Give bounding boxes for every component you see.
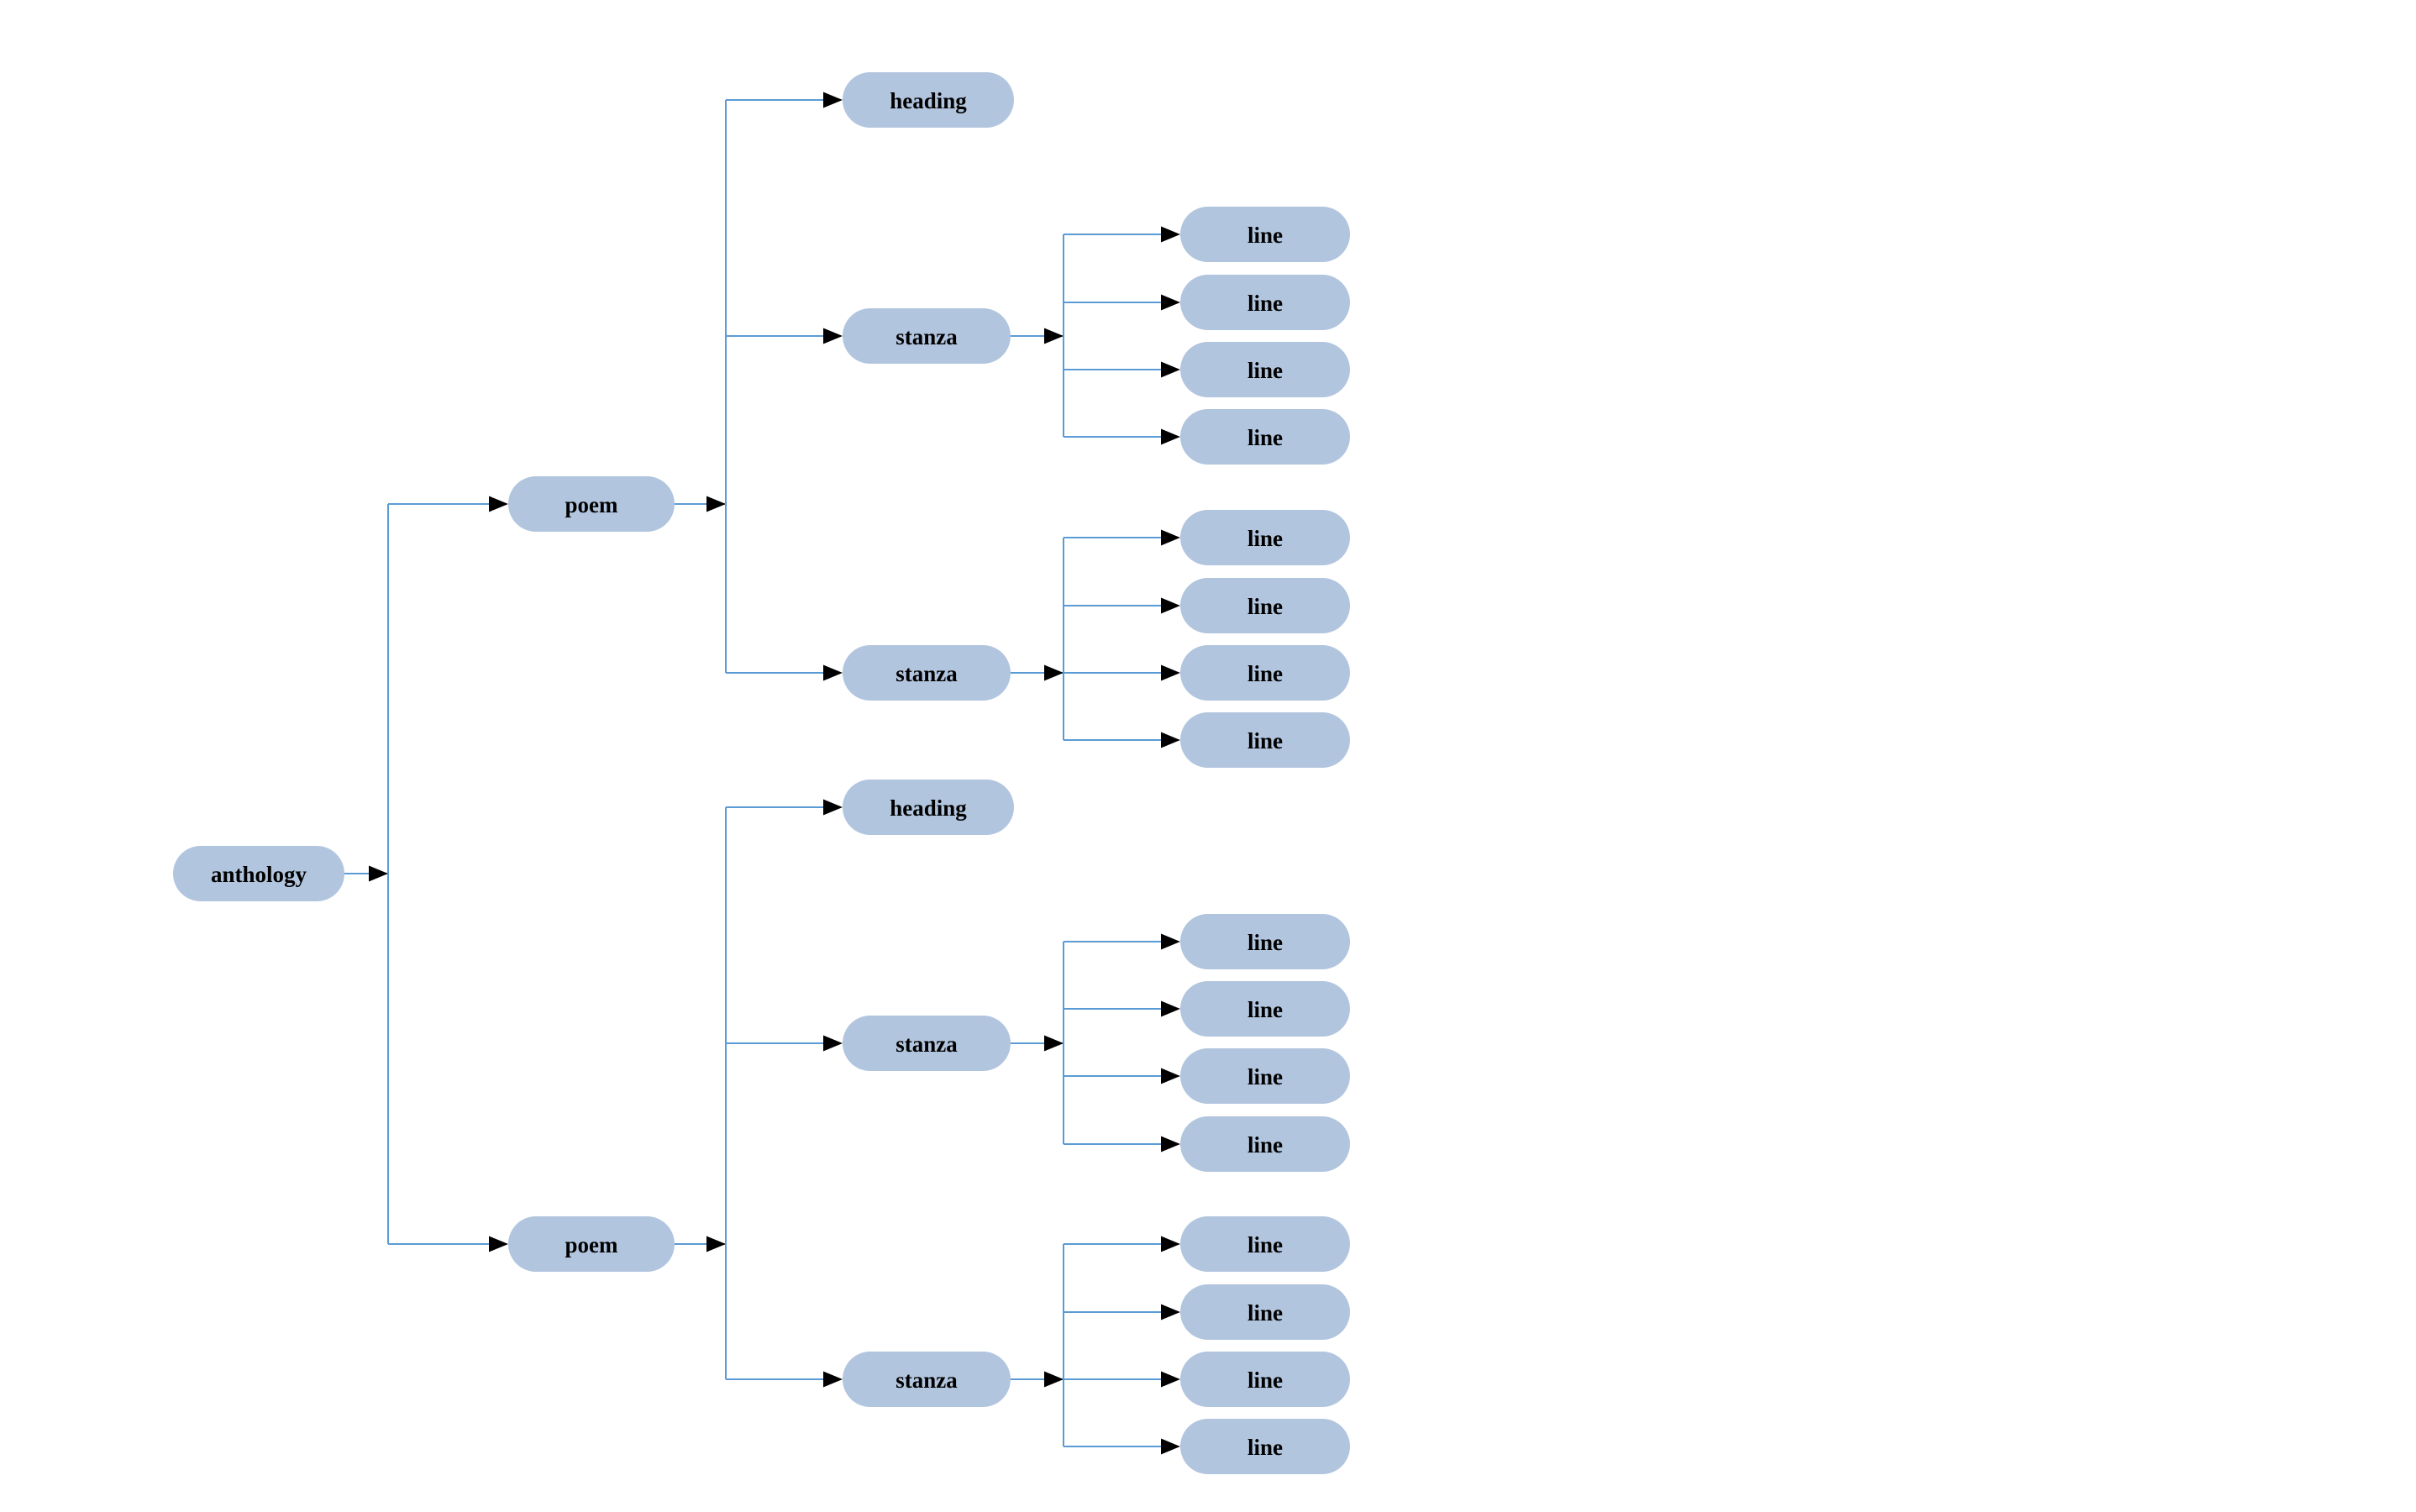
arrow-into-bus-p2-stanza2 (1044, 1371, 1064, 1388)
node-p1-s1-l4[interactable]: line (1180, 409, 1350, 465)
node-shape-p2-s1-l2 (1180, 981, 1350, 1037)
arrow-into-poem1 (489, 496, 508, 512)
node-p1-s2-l3[interactable]: line (1180, 645, 1350, 701)
node-shape-anthology (173, 846, 344, 901)
arrow-into-bus-p2-stanza1 (1044, 1035, 1064, 1052)
node-p2-stanza2[interactable]: stanza (843, 1352, 1011, 1407)
node-shape-p2-s2-l4 (1180, 1419, 1350, 1474)
arrow-into-bus-p1-stanza2 (1044, 664, 1064, 681)
arrow-into-p2-s1-l3 (1161, 1068, 1180, 1084)
node-p1-s1-l2[interactable]: line (1180, 275, 1350, 330)
arrow-into-p1-heading (823, 92, 843, 108)
node-shape-p2-s2-l3 (1180, 1352, 1350, 1407)
node-shape-poem2 (508, 1216, 675, 1272)
node-shape-p1-s2-l2 (1180, 578, 1350, 633)
arrow-into-bus-anthology (369, 865, 388, 882)
node-p2-s2-l1[interactable]: line (1180, 1216, 1350, 1272)
node-p1-s2-l1[interactable]: line (1180, 510, 1350, 565)
arrow-into-p2-heading (823, 799, 843, 816)
node-shape-p1-stanza1 (843, 308, 1011, 364)
arrow-into-poem2 (489, 1236, 508, 1252)
node-shape-p1-s2-l1 (1180, 510, 1350, 565)
node-poem1[interactable]: poem (508, 476, 675, 532)
node-p1-stanza1[interactable]: stanza (843, 308, 1011, 364)
arrow-into-p1-s2-l1 (1161, 529, 1180, 546)
arrow-into-p1-stanza2 (823, 664, 843, 681)
arrow-into-p1-stanza1 (823, 328, 843, 344)
node-shape-p1-s1-l1 (1180, 207, 1350, 262)
node-p2-stanza1[interactable]: stanza (843, 1016, 1011, 1071)
node-poem2[interactable]: poem (508, 1216, 675, 1272)
node-shape-p2-s1-l4 (1180, 1116, 1350, 1172)
node-shape-p2-s1-l3 (1180, 1048, 1350, 1104)
node-shape-p2-s1-l1 (1180, 914, 1350, 969)
node-shape-p1-s1-l2 (1180, 275, 1350, 330)
node-p2-s1-l3[interactable]: line (1180, 1048, 1350, 1104)
arrow-into-p2-s2-l3 (1161, 1371, 1180, 1388)
arrow-into-p1-s1-l4 (1161, 428, 1180, 445)
node-shape-poem1 (508, 476, 675, 532)
node-p1-stanza2[interactable]: stanza (843, 645, 1011, 701)
arrow-into-p2-s1-l4 (1161, 1136, 1180, 1152)
node-shape-p1-s2-l3 (1180, 645, 1350, 701)
node-shape-p2-s2-l1 (1180, 1216, 1350, 1272)
arrow-into-p1-s2-l4 (1161, 732, 1180, 748)
arrow-into-bus-poem1 (706, 496, 726, 512)
node-p2-s1-l1[interactable]: line (1180, 914, 1350, 969)
node-shape-p1-s1-l4 (1180, 409, 1350, 465)
node-p1-s2-l4[interactable]: line (1180, 712, 1350, 768)
arrow-into-p1-s2-l2 (1161, 597, 1180, 614)
node-shape-p2-heading (843, 780, 1014, 835)
nodes-layer: anthology poem heading stanza line line line li… (173, 72, 1350, 1474)
edges-layer (344, 92, 1180, 1455)
node-shape-p2-s2-l2 (1180, 1284, 1350, 1340)
node-p2-s1-l4[interactable]: line (1180, 1116, 1350, 1172)
node-p1-s1-l1[interactable]: line (1180, 207, 1350, 262)
node-shape-p1-s1-l3 (1180, 342, 1350, 397)
node-p1-s1-l3[interactable]: line (1180, 342, 1350, 397)
node-p2-heading[interactable]: heading (843, 780, 1014, 835)
node-shape-p1-s2-l4 (1180, 712, 1350, 768)
arrow-into-p1-s1-l2 (1161, 294, 1180, 311)
node-shape-p1-heading (843, 72, 1014, 128)
node-p2-s2-l3[interactable]: line (1180, 1352, 1350, 1407)
arrow-into-p1-s1-l1 (1161, 226, 1180, 243)
node-anthology[interactable]: anthology (173, 846, 344, 901)
node-shape-p2-stanza1 (843, 1016, 1011, 1071)
arrow-into-bus-p1-stanza1 (1044, 328, 1064, 344)
node-p1-s2-l2[interactable]: line (1180, 578, 1350, 633)
node-shape-p1-stanza2 (843, 645, 1011, 701)
node-p2-s2-l4[interactable]: line (1180, 1419, 1350, 1474)
arrow-into-p2-s1-l1 (1161, 933, 1180, 950)
arrow-into-p2-s2-l2 (1161, 1304, 1180, 1320)
arrow-into-p1-s1-l3 (1161, 361, 1180, 378)
node-p1-heading[interactable]: heading (843, 72, 1014, 128)
arrow-into-bus-poem2 (706, 1236, 726, 1252)
node-p2-s2-l2[interactable]: line (1180, 1284, 1350, 1340)
arrow-into-p1-s2-l3 (1161, 664, 1180, 681)
node-p2-s1-l2[interactable]: line (1180, 981, 1350, 1037)
arrow-into-p2-stanza2 (823, 1371, 843, 1388)
arrow-into-p2-stanza1 (823, 1035, 843, 1052)
arrow-into-p2-s1-l2 (1161, 1000, 1180, 1017)
arrow-into-p2-s2-l4 (1161, 1438, 1180, 1455)
node-shape-p2-stanza2 (843, 1352, 1011, 1407)
arrow-into-p2-s2-l1 (1161, 1236, 1180, 1252)
